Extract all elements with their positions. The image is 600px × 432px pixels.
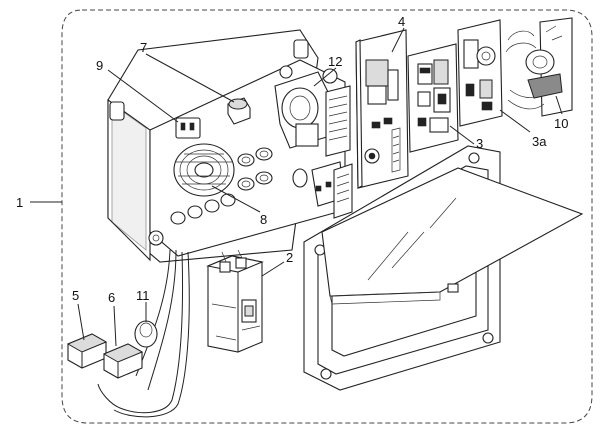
assembly-boundary bbox=[61, 9, 593, 424]
enclosure-box bbox=[107, 29, 353, 263]
window-panel bbox=[321, 167, 584, 305]
cap-11 bbox=[134, 320, 158, 348]
fan-module-10 bbox=[505, 17, 573, 117]
circuit-breaker bbox=[206, 249, 264, 353]
callout-10: 10 bbox=[554, 116, 568, 131]
circuit-board-3 bbox=[407, 43, 459, 153]
callout-5: 5 bbox=[72, 288, 79, 303]
callout-7: 7 bbox=[140, 40, 147, 55]
callout-1: 1 bbox=[16, 195, 23, 210]
callout-9: 9 bbox=[96, 58, 103, 73]
circuit-board-3a bbox=[457, 19, 503, 127]
callout-4: 4 bbox=[398, 14, 405, 29]
callout-6: 6 bbox=[108, 290, 115, 305]
circuit-board-4 bbox=[355, 29, 409, 189]
connector-plug-6 bbox=[102, 343, 144, 379]
callout-12: 12 bbox=[328, 54, 342, 69]
callout-labels: 1 2 3 3a 4 5 6 7 8 9 10 11 12 bbox=[16, 14, 568, 305]
leader-lines bbox=[30, 27, 563, 347]
callout-11: 11 bbox=[136, 288, 150, 303]
callout-8: 8 bbox=[260, 212, 267, 227]
connector-plug-5 bbox=[66, 333, 108, 369]
callout-2: 2 bbox=[286, 250, 293, 265]
callout-3a: 3a bbox=[532, 134, 547, 149]
callout-3: 3 bbox=[476, 136, 483, 151]
